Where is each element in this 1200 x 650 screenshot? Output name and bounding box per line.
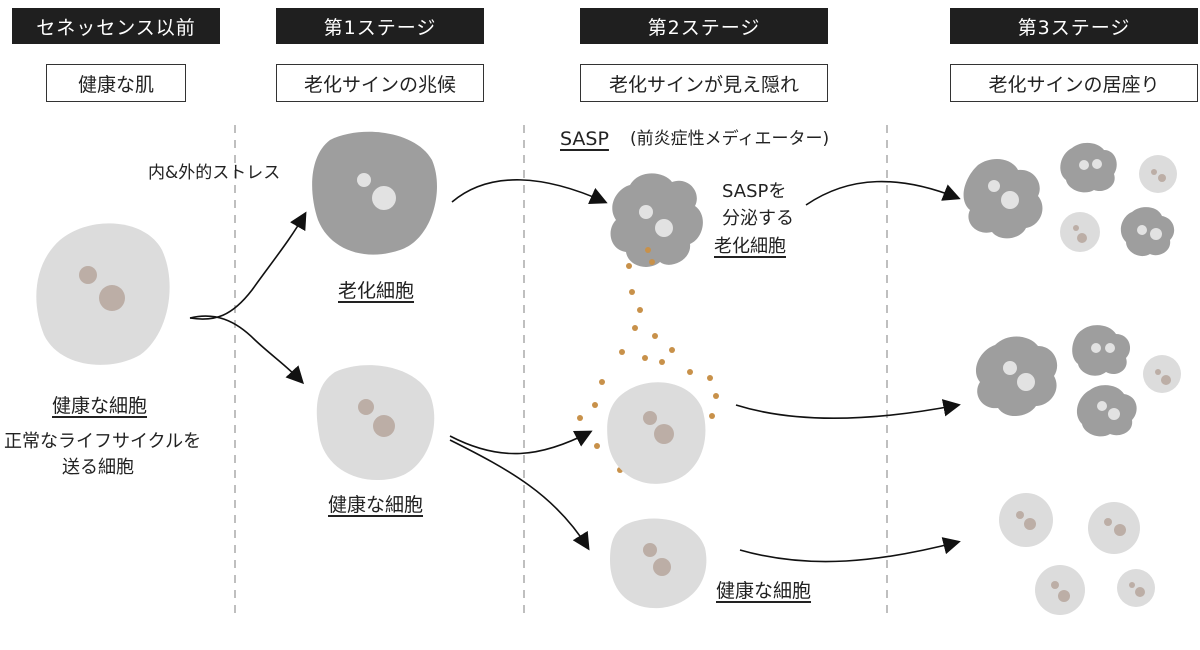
stress-label: 内&外的ストレス [148, 163, 281, 183]
stage-subtitle-pre: 健康な肌 [46, 64, 186, 102]
senescent-cell-label: 老化細胞 [338, 280, 415, 302]
normal-lifecycle-line1: 正常なライフサイクルを [4, 431, 202, 452]
stage-subtitle-1: 老化サインの兆候 [276, 64, 484, 102]
normal-lifecycle-line2: 送る細胞 [62, 457, 134, 478]
healthy-cell-stage2-upper [607, 382, 706, 484]
stage3-group-middle [975, 325, 1181, 437]
healthy-cell-s2-label: 健康な細胞 [716, 580, 812, 602]
stage3-group-bottom [999, 493, 1155, 615]
stage-header-pre: セネッセンス以前 [12, 8, 220, 44]
healthy-cell-large [36, 223, 170, 365]
arrow-healthy-to-sasp-exposed [449, 430, 593, 455]
arrow-to-healthy-s1 [189, 315, 305, 385]
healthy-cell-s1-label: 健康な細胞 [328, 494, 424, 516]
stage3-group-top [963, 142, 1177, 257]
sasp-secrete-line1: SASPを [722, 181, 787, 202]
stage-header-2: 第2ステージ [580, 8, 828, 44]
sasp-secrete-line3: 老化細胞 [714, 236, 786, 257]
stage-subtitle-2: 老化サインが見え隠れ [580, 64, 828, 102]
sasp-secreting-cell [610, 173, 703, 267]
stage-subtitle-3: 老化サインの居座り [950, 64, 1198, 102]
healthy-cell-stage2-lower [610, 518, 707, 609]
arrow-senescent-to-sasp [451, 179, 608, 205]
sasp-description: (前炎症性メディエーター) [630, 129, 830, 149]
stage-header-3: 第3ステージ [950, 8, 1198, 44]
arrow-healthy-to-healthy-s2 [449, 439, 590, 551]
arrow-exposed-to-s3 [735, 399, 961, 419]
stage-header-1: 第1ステージ [276, 8, 484, 44]
sasp-secrete-line2: 分泌する [722, 208, 794, 229]
senescent-cell-stage1 [312, 131, 437, 255]
sasp-term: SASP [560, 128, 609, 150]
arrow-sasp-to-s3 [805, 180, 961, 206]
sasp-particles [577, 247, 719, 473]
healthy-cell-label: 健康な細胞 [52, 395, 148, 417]
healthy-cell-stage1 [316, 365, 435, 481]
arrow-to-senescent [189, 211, 307, 320]
arrow-healthy-to-s3 [739, 537, 961, 563]
